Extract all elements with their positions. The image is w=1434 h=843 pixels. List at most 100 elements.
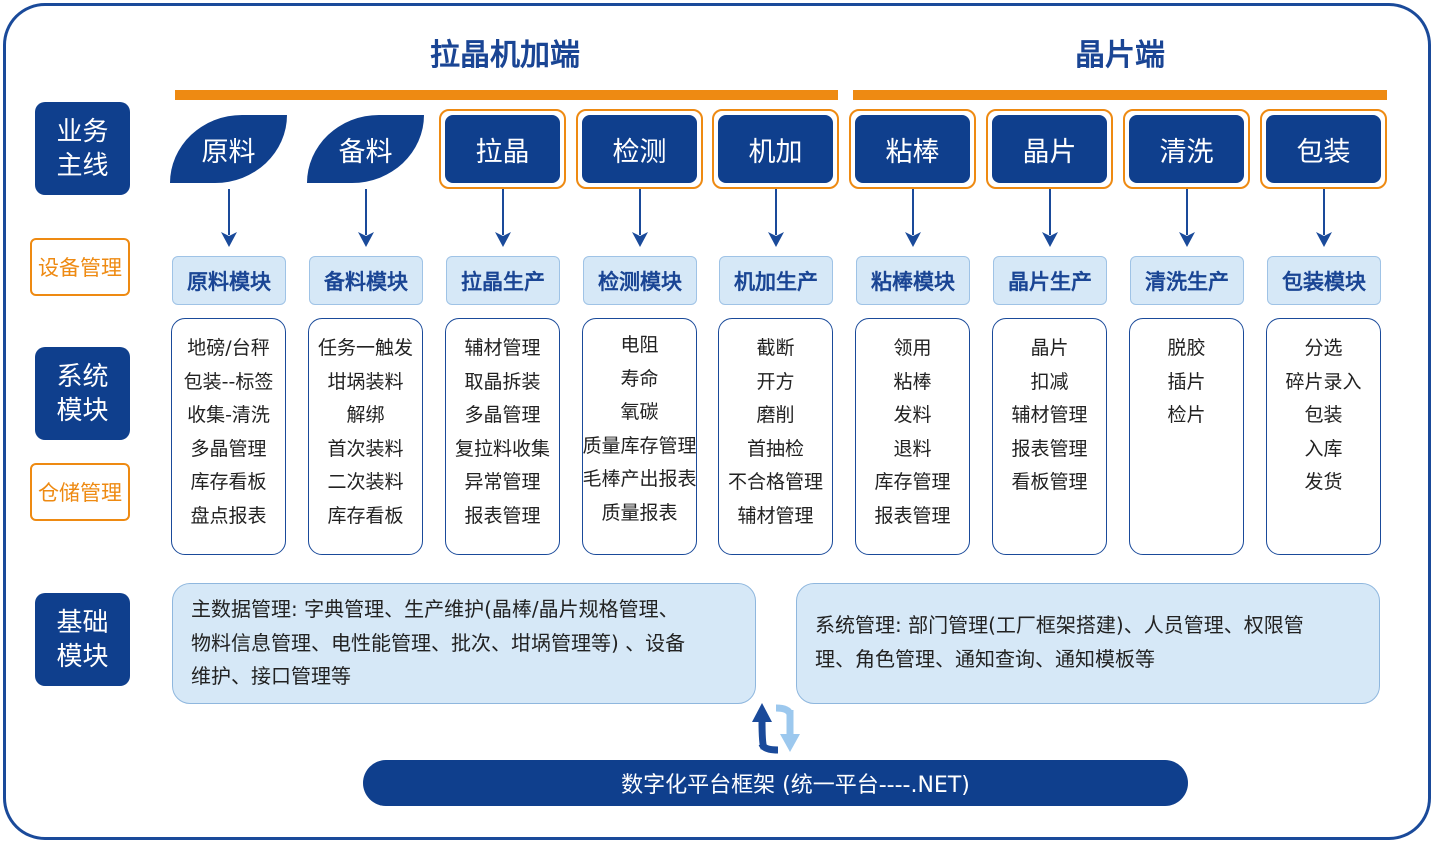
arrow-down-icon [768, 189, 784, 247]
detail-item: 质量库存管理 [582, 434, 697, 457]
detail-item: 报表管理 [464, 504, 541, 527]
side-label-system: 系统 模块 [35, 347, 130, 440]
detail-item: 截断 [756, 337, 795, 359]
column-wafer: 晶片 晶片生产 晶片 扣减 辅材管理 报表管理 看板管理 [986, 0, 1113, 560]
column-rod-bonding: 粘棒 粘棒模块 领用 粘棒 发料 退料 库存管理 报表管理 [849, 0, 976, 560]
arrow-down-icon [1042, 189, 1058, 247]
detail-item: 电阻 [620, 334, 659, 356]
stage-label: 晶片 [1022, 136, 1077, 168]
module-wafer: 晶片生产 [993, 256, 1107, 305]
module-inspection: 检测模块 [583, 256, 697, 305]
detail-item: 报表管理 [874, 504, 951, 527]
module-machining: 机加生产 [719, 256, 833, 305]
stage-inspection: 检测 [582, 115, 697, 183]
stage-cleaning: 清洗 [1129, 115, 1244, 183]
detail-item: 复拉料收集 [454, 437, 550, 460]
detail-item: 领用 [893, 337, 932, 359]
detail-item: 库存看板 [190, 471, 267, 494]
detail-item: 首抽检 [746, 437, 804, 460]
module-preparation: 备料模块 [309, 256, 423, 305]
stage-label: 拉晶 [475, 136, 530, 168]
side-label-line: 模块 [56, 395, 109, 426]
arrow-down-icon [358, 189, 374, 247]
details-packaging: 分选 碎片录入 包装 入库 发货 [1266, 318, 1381, 555]
stage-preparation: 备料 [307, 115, 424, 183]
detail-item: 报表管理 [1011, 437, 1088, 460]
detail-item: 开方 [756, 370, 795, 393]
stage-label: 检测 [612, 136, 667, 168]
detail-item: 坩埚装料 [327, 370, 404, 393]
side-label-line: 业务 [56, 116, 109, 147]
side-label-business: 业务 主线 [35, 102, 130, 195]
detail-item: 碎片录入 [1285, 370, 1362, 393]
detail-item: 首次装料 [327, 437, 404, 460]
detail-item: 脱胶 [1167, 337, 1206, 359]
stage-label: 原料 [201, 136, 256, 168]
module-crystal-pulling: 拉晶生产 [446, 256, 560, 305]
stage-rod-bonding: 粘棒 [855, 115, 970, 183]
module-rod-bonding: 粘棒模块 [856, 256, 970, 305]
side-label-base: 基础 模块 [35, 593, 130, 686]
arrow-down-icon [632, 189, 648, 247]
details-rod-bonding: 领用 粘棒 发料 退料 库存管理 报表管理 [855, 318, 970, 555]
stage-crystal-pulling: 拉晶 [445, 115, 560, 183]
details-raw-material: 地磅/台秤 包装--标签 收集-清洗 多晶管理 库存看板 盘点报表 [171, 318, 286, 555]
detail-item: 收集-清洗 [187, 404, 270, 427]
detail-item: 扣减 [1030, 370, 1069, 393]
detail-item: 粘棒 [893, 370, 932, 393]
detail-item: 辅材管理 [737, 504, 814, 527]
detail-item: 寿命 [620, 367, 659, 390]
stage-label: 粘棒 [885, 136, 940, 168]
detail-item: 异常管理 [464, 471, 541, 494]
stage-machining: 机加 [718, 115, 833, 183]
detail-item: 多晶管理 [190, 437, 267, 460]
platform-framework-bar: 数字化平台框架 (统一平台----.NET) [363, 760, 1188, 806]
details-wafer: 晶片 扣减 辅材管理 报表管理 看板管理 [992, 318, 1107, 555]
stage-frame [712, 109, 839, 189]
stage-label: 清洗 [1159, 136, 1214, 168]
column-packaging: 包装 包装模块 分选 碎片录入 包装 入库 发货 [1260, 0, 1387, 560]
detail-item: 二次装料 [327, 471, 404, 494]
detail-item: 解绑 [346, 404, 385, 427]
stage-frame [986, 109, 1113, 189]
column-crystal-pulling: 拉晶 拉晶生产 辅材管理 取晶拆装 多晶管理 复拉料收集 异常管理 报表管理 [439, 0, 566, 560]
detail-item: 氧碳 [620, 401, 659, 424]
arrow-down-icon [495, 189, 511, 247]
detail-item: 地磅/台秤 [187, 337, 270, 359]
base-text-line: 维护、接口管理等 [191, 664, 351, 688]
detail-item: 包装 [1304, 404, 1343, 427]
detail-item: 检片 [1167, 404, 1206, 427]
detail-item: 取晶拆装 [464, 370, 541, 393]
header-crystal-machining: 拉晶机加端 [430, 38, 580, 73]
base-master-data: 主数据管理: 字典管理、生产维护(晶棒/晶片规格管理、 物料信息管理、电性能管理… [172, 583, 756, 704]
base-text-line: 系统管理: 部门管理(工厂框架搭建)、人员管理、权限管 [815, 613, 1304, 637]
sync-arrows-icon [752, 703, 800, 754]
side-label-equipment: 设备管理 [30, 238, 130, 296]
detail-item: 多晶管理 [464, 404, 541, 427]
module-raw-material: 原料模块 [172, 256, 286, 305]
base-text-line: 主数据管理: 字典管理、生产维护(晶棒/晶片规格管理、 [191, 597, 679, 621]
stage-wafer: 晶片 [992, 115, 1107, 183]
side-label-line: 主线 [56, 150, 109, 181]
outer-frame [3, 3, 1431, 840]
base-system-management: 系统管理: 部门管理(工厂框架搭建)、人员管理、权限管 理、角色管理、通知查询、… [796, 583, 1380, 704]
detail-item: 包装--标签 [183, 370, 274, 393]
detail-item: 不合格管理 [727, 471, 823, 494]
header-bar-right [853, 90, 1387, 100]
module-packaging: 包装模块 [1267, 256, 1381, 305]
stage-frame [1260, 109, 1387, 189]
stage-frame [1123, 109, 1250, 189]
stage-frame [849, 109, 976, 189]
side-label-line: 系统 [56, 361, 109, 392]
detail-item: 库存看板 [327, 504, 404, 527]
detail-item: 分选 [1304, 337, 1343, 359]
column-preparation: 备料 备料模块 任务一触发 坩埚装料 解绑 首次装料 二次装料 库存看板 [307, 0, 424, 560]
column-raw-material: 原料 原料模块 地磅/台秤 包装--标签 收集-清洗 多晶管理 库存看板 盘点报… [170, 0, 287, 560]
stage-label: 机加 [748, 136, 803, 168]
detail-item: 插片 [1167, 370, 1206, 393]
detail-item: 任务一触发 [317, 337, 413, 359]
detail-item: 发货 [1304, 471, 1343, 494]
details-preparation: 任务一触发 坩埚装料 解绑 首次装料 二次装料 库存看板 [308, 318, 423, 555]
detail-item: 晶片 [1030, 337, 1069, 359]
detail-item: 退料 [893, 437, 932, 460]
